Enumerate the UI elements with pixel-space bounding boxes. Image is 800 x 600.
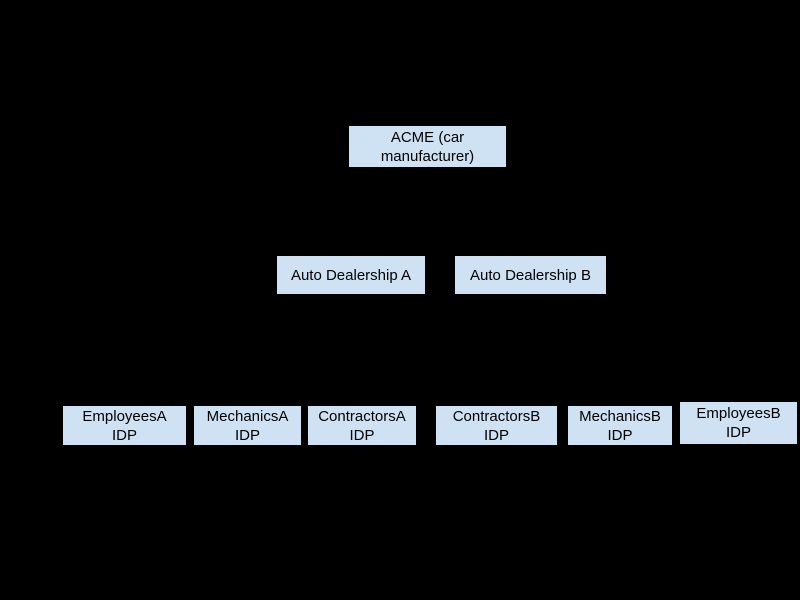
node-contractorsa-idp: ContractorsA IDP bbox=[307, 405, 417, 446]
node-mechanicsb-idp: MechanicsB IDP bbox=[567, 405, 673, 446]
node-auto-dealership-a: Auto Dealership A bbox=[276, 255, 426, 295]
node-auto-dealership-b: Auto Dealership B bbox=[454, 255, 607, 295]
node-acme-car-manufacturer: ACME (car manufacturer) bbox=[348, 125, 507, 168]
node-contractorsb-idp: ContractorsB IDP bbox=[435, 405, 558, 446]
node-employeesa-idp: EmployeesA IDP bbox=[62, 405, 187, 446]
node-mechanicsa-idp: MechanicsA IDP bbox=[193, 405, 302, 446]
node-employeesb-idp: EmployeesB IDP bbox=[679, 401, 798, 445]
